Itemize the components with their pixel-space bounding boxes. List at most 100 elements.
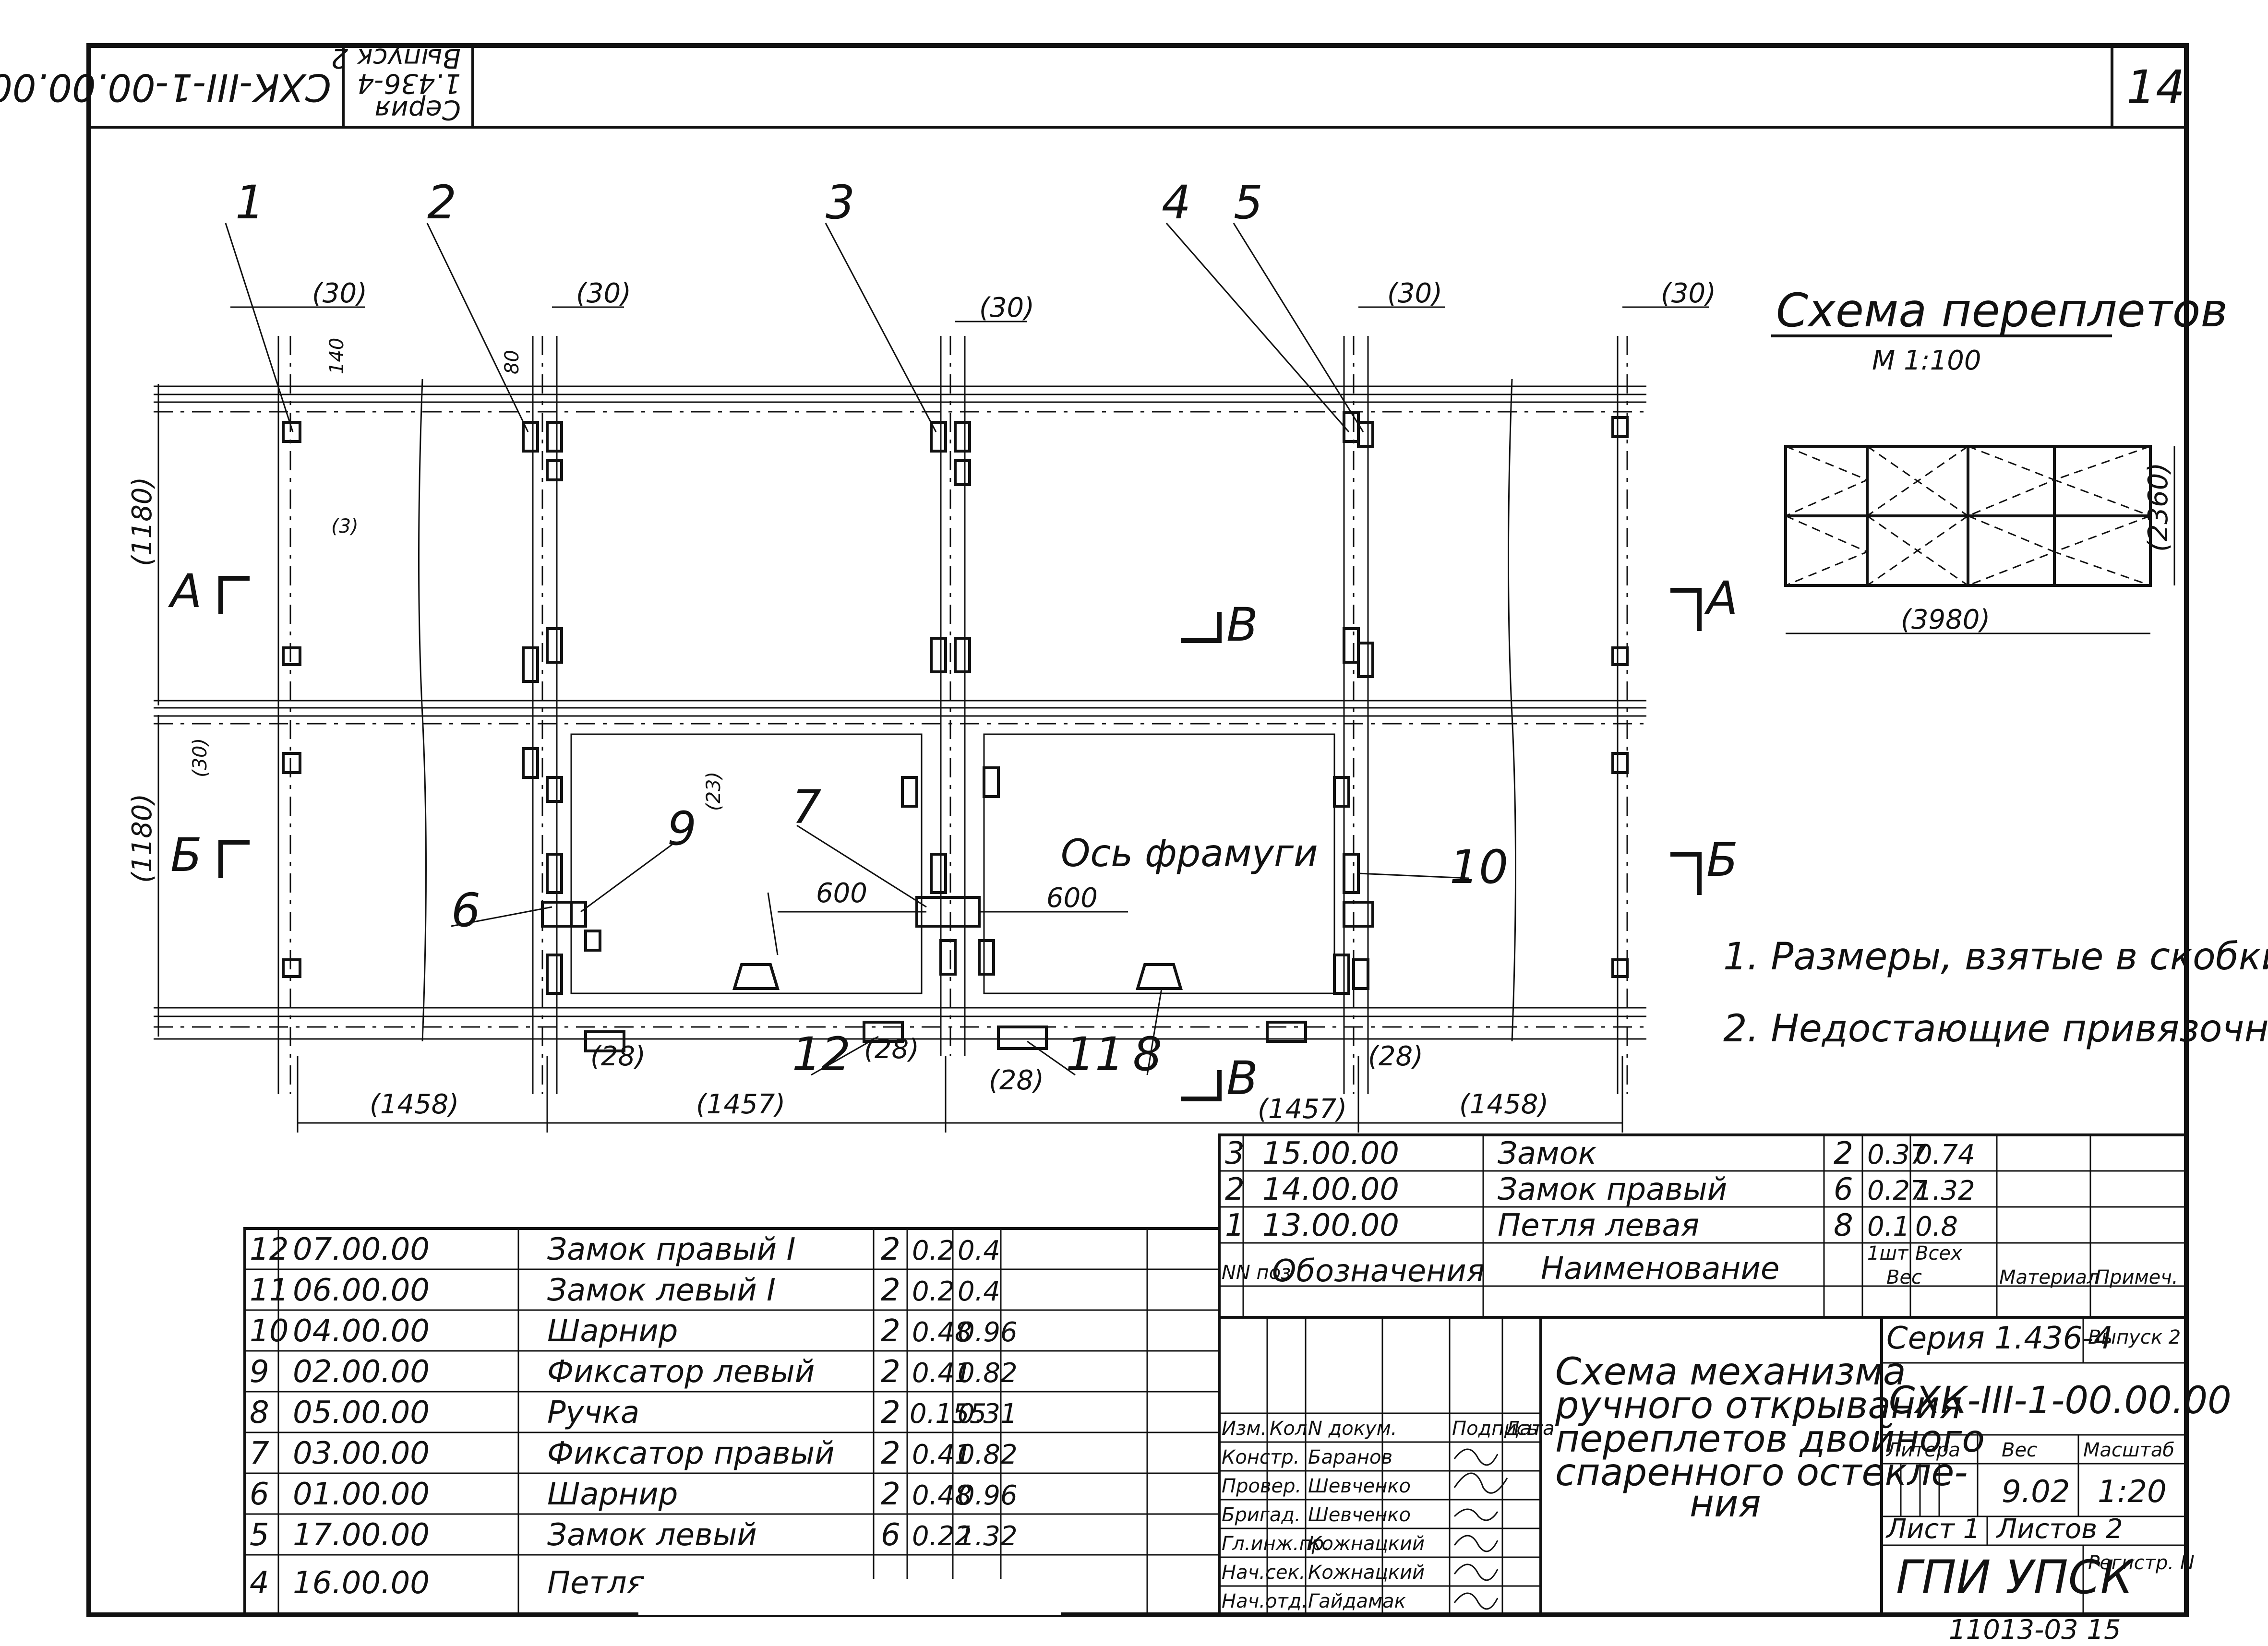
axis-label: Ось фрамуги	[1061, 832, 1318, 875]
sheet-number: 14	[2126, 60, 2185, 114]
lock-block	[983, 766, 1000, 798]
row-qty: 2	[881, 1273, 900, 1308]
dim-label: (28)	[590, 1041, 646, 1072]
sash-scheme: Схема переплетов М 1:100 (3980) (2360)	[1771, 284, 2228, 635]
drawing-title-line: спаренного остекле-	[1555, 1451, 1968, 1494]
lock-block	[930, 421, 947, 453]
row-pos: 12	[250, 1232, 288, 1267]
section-arrow	[218, 840, 250, 878]
row-code: 03.00.00	[293, 1436, 430, 1471]
dim-label: (28)	[1368, 1041, 1423, 1072]
table-row: 3 15.00.00 Замок 2 0.37 0.74	[1225, 1136, 1975, 1171]
callout-leaders	[225, 223, 1469, 1076]
hinge-block	[1611, 752, 1629, 774]
hinge-block	[546, 776, 563, 803]
callout-3: 3	[826, 176, 855, 229]
row-code: 05.00.00	[293, 1395, 430, 1431]
lock-block	[584, 1030, 625, 1052]
table-header: NN поз Обозначения Наименование 1шт Всех…	[1222, 1242, 2178, 1289]
person-name: Шевченко	[1308, 1475, 1411, 1497]
tb-sheets: Листов 2	[1996, 1514, 2123, 1545]
callout-12: 12	[792, 1027, 851, 1081]
row-code: 04.00.00	[293, 1313, 430, 1349]
person-name: Гайдамак	[1308, 1590, 1406, 1612]
dim-label: (30)	[576, 278, 631, 309]
header-note: Примеч.	[2095, 1266, 2178, 1288]
tb-weight: 9.02	[2002, 1474, 2070, 1510]
row-weight-one: 0.41	[912, 1358, 972, 1389]
signature-mark	[1453, 1472, 1508, 1494]
leader-line	[1165, 223, 1350, 432]
scheme-width-dim: (3980)	[1901, 604, 1990, 635]
hinge-block	[522, 747, 539, 779]
role-date: Дата	[1504, 1418, 1555, 1440]
row-qty: 8	[1834, 1208, 1853, 1243]
title-block-outline	[1218, 1316, 2188, 1616]
lock-block	[930, 637, 947, 673]
row-qty: 2	[881, 1395, 900, 1431]
title-block: Изм. Кол. N докум. Подпись Дата Констр. …	[1218, 1316, 2232, 1646]
row-name: Фиксатор правый	[547, 1436, 835, 1471]
hinge-block	[282, 646, 301, 666]
section-mark-a-right: А	[1704, 572, 1738, 625]
lock-block	[901, 776, 918, 808]
row-pos: 9	[250, 1354, 269, 1390]
table-row: 7 03.00.00 Фиксатор правый 2 0.41 0.82	[250, 1436, 1018, 1471]
lock-block	[978, 939, 995, 976]
table-row: 1 13.00.00 Петля левая 8 0.1 0.8	[1225, 1208, 1958, 1243]
leader-line	[1146, 988, 1163, 1075]
row-pos: 5	[250, 1517, 269, 1553]
dimension-lines	[157, 306, 1709, 1133]
row-weight-all: 0.4	[958, 1235, 1000, 1266]
lock-block	[954, 421, 971, 453]
leader-line	[825, 223, 937, 432]
dim-label: 600	[816, 878, 867, 909]
tb-archive-number: 11013-03 15	[1949, 1614, 2121, 1644]
role-qty: Кол.	[1270, 1418, 1313, 1440]
row-weight-one: 0.41	[912, 1439, 972, 1470]
row-qty: 2	[881, 1354, 900, 1390]
spec-table-right: 3 15.00.00 Замок 2 0.37 0.74 2 14.00.00 …	[1218, 1133, 2188, 1319]
fixator-block	[570, 901, 587, 928]
row-name: Петля левая	[1498, 1208, 1699, 1243]
hinge-block	[1333, 954, 1350, 995]
sash-outline	[983, 733, 1335, 994]
lock-block	[954, 637, 971, 673]
row-pos: 6	[250, 1477, 269, 1512]
dim-label: (30)	[1661, 278, 1716, 309]
table-row: 4 16.00.00 Петля	[250, 1565, 645, 1601]
blank-area	[638, 1579, 1061, 1615]
drawing-title-line: Схема механизма	[1555, 1350, 1906, 1394]
row-name: Замок	[1498, 1136, 1597, 1171]
dim-label-small: (30)	[189, 738, 211, 777]
dim-label-small: 140	[326, 338, 348, 374]
notes: 1. Размеры, взятые в скобки справочные. …	[1723, 935, 2268, 1050]
lock-block	[930, 853, 947, 894]
sheet-number-box	[2111, 44, 2188, 129]
lock-block	[1266, 1021, 1307, 1043]
handle-part	[1135, 963, 1183, 990]
lock-block	[1357, 642, 1374, 678]
tb-sheet: Лист 1	[1885, 1514, 1980, 1545]
section-arrows	[218, 576, 1702, 1101]
signature-mark	[1453, 1563, 1499, 1581]
hinge-block	[1611, 958, 1629, 978]
hinge-block	[282, 958, 301, 978]
dim-label-small: 80	[501, 350, 523, 374]
signature-mark	[1453, 1592, 1499, 1610]
leader-line	[1027, 1040, 1076, 1076]
row-weight-one: 0.48	[912, 1317, 972, 1348]
role-signature: Подпись	[1452, 1418, 1538, 1440]
table-row: 2 14.00.00 Замок правый 6 0.27 1.32	[1225, 1172, 1975, 1207]
table-row: 11 06.00.00 Замок левый I 2 0.2 0.4	[250, 1273, 1000, 1308]
break-line	[418, 379, 427, 1042]
hinge-block	[282, 421, 301, 443]
row-code: 14.00.00	[1262, 1172, 1399, 1207]
hinge-block	[546, 627, 563, 664]
drawing-title-line: ручного открывания	[1555, 1384, 1962, 1427]
drawing-title-line: ния	[1690, 1482, 1761, 1526]
row-pos: 7	[250, 1436, 269, 1471]
leader-line	[426, 223, 529, 432]
header-weight: Вес	[1886, 1266, 1922, 1288]
